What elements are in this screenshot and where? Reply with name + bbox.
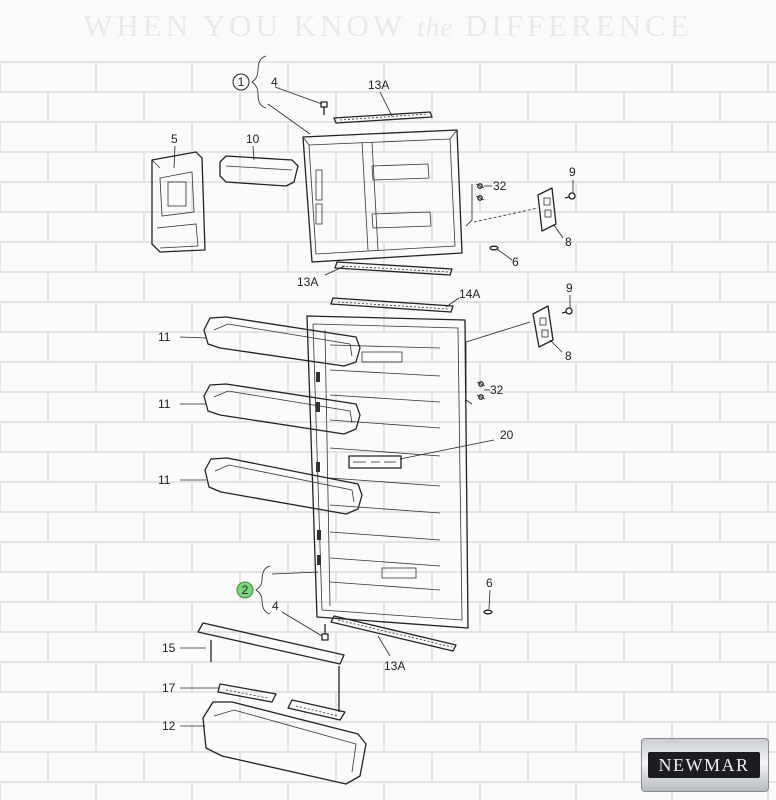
fresh-food-top-gasket[interactable] xyxy=(330,297,454,313)
newmar-logo[interactable]: NEWMAR xyxy=(641,738,769,792)
door-label[interactable] xyxy=(348,455,402,469)
label-20: 20 xyxy=(500,428,514,442)
bottom-door-bin[interactable] xyxy=(202,701,367,785)
lower-hinge-screw[interactable] xyxy=(561,307,573,315)
callout-assembly-1[interactable]: 1 xyxy=(232,73,250,91)
upper-hinge-pins[interactable] xyxy=(475,183,485,201)
svg-text:2: 2 xyxy=(242,583,249,597)
freezer-door[interactable] xyxy=(302,129,463,263)
label-13a-mid: 13A xyxy=(297,275,318,289)
label-9-top: 9 xyxy=(569,165,576,179)
door-shelf-upper[interactable] xyxy=(203,316,361,367)
lower-hinge[interactable] xyxy=(532,305,554,348)
door-shelf-lower[interactable] xyxy=(204,457,363,515)
banner-text-2: the xyxy=(417,12,454,42)
callout-assembly-2[interactable]: 2 xyxy=(236,581,254,599)
label-14a: 14A xyxy=(459,287,480,301)
banner-text-3: DIFFERENCE xyxy=(465,8,693,43)
butter-compartment[interactable] xyxy=(151,151,206,253)
svg-text:1: 1 xyxy=(238,75,245,89)
label-6-top: 6 xyxy=(512,255,519,269)
upper-hole-plug[interactable] xyxy=(489,245,499,251)
fresh-food-screw[interactable] xyxy=(321,624,329,641)
shelf-retainer-bar[interactable] xyxy=(197,622,345,712)
lower-hinge-pins[interactable] xyxy=(476,381,486,400)
fresh-food-bottom-gasket[interactable] xyxy=(330,615,457,652)
freezer-door-bin[interactable] xyxy=(219,155,299,187)
label-11-upper: 11 xyxy=(158,330,171,344)
label-13a-top: 13A xyxy=(368,78,389,92)
freezer-bottom-gasket[interactable] xyxy=(334,261,453,276)
label-32-top: 32 xyxy=(493,179,507,193)
label-32-bottom: 32 xyxy=(490,383,504,397)
upper-hinge[interactable] xyxy=(537,187,557,232)
banner-slogan: WHEN YOU KNOW the DIFFERENCE xyxy=(0,8,776,44)
shelf-clips[interactable] xyxy=(217,683,346,721)
label-6-bottom: 6 xyxy=(486,576,493,590)
label-8-top: 8 xyxy=(565,235,572,249)
freezer-screw[interactable] xyxy=(320,101,328,115)
label-4-bottom: 4 xyxy=(272,599,279,613)
door-liner-shelves xyxy=(316,344,441,591)
label-11-middle: 11 xyxy=(158,397,171,411)
label-17: 17 xyxy=(162,681,176,695)
lower-hole-plug[interactable] xyxy=(483,609,493,615)
upper-hinge-screw[interactable] xyxy=(564,192,576,200)
freezer-top-gasket[interactable] xyxy=(333,111,433,124)
label-11-lower: 11 xyxy=(158,473,171,487)
leader-lines xyxy=(173,55,574,727)
part-labels: 4 13A 5 10 32 9 8 6 13A 14A 9 8 11 11 11… xyxy=(158,75,576,733)
label-12: 12 xyxy=(162,719,176,733)
label-13a-bottom: 13A xyxy=(384,659,405,673)
label-4-top: 4 xyxy=(271,75,278,89)
label-10: 10 xyxy=(246,132,260,146)
fresh-food-door[interactable] xyxy=(306,315,469,629)
label-15: 15 xyxy=(162,641,176,655)
door-shelf-middle[interactable] xyxy=(203,383,361,435)
label-5: 5 xyxy=(171,132,178,146)
newmar-logo-text: NEWMAR xyxy=(648,752,760,778)
banner-text-1: WHEN YOU KNOW xyxy=(83,8,406,43)
label-9-bottom: 9 xyxy=(566,281,573,295)
label-8-bottom: 8 xyxy=(565,349,572,363)
